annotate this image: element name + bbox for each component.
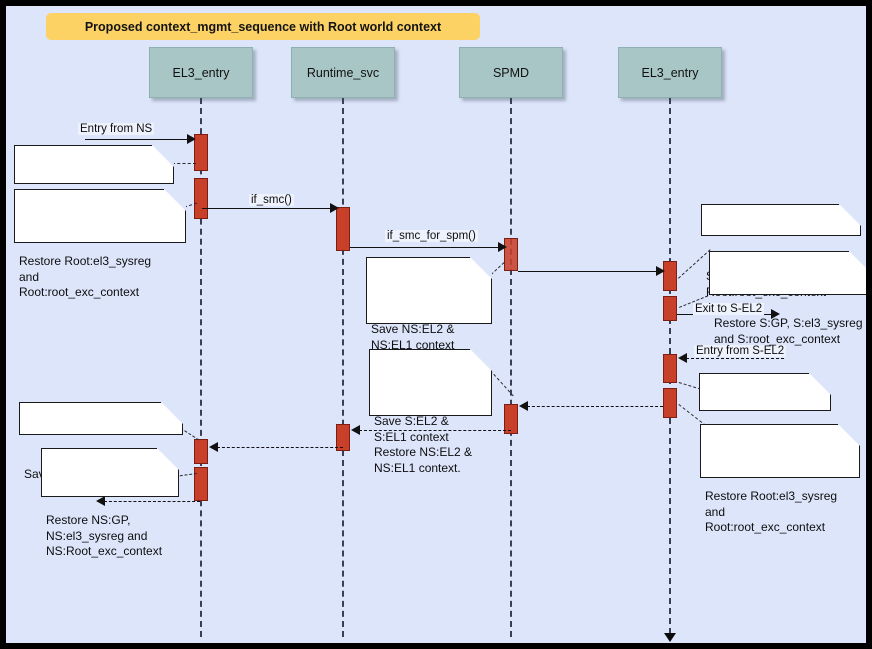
message-arrowhead-el3-left-exit xyxy=(96,496,105,506)
note-fold-top-icon xyxy=(470,257,492,258)
note-save-s-el2-restore-ns-el2: Save S:EL2 & S:EL1 context Restore NS:EL… xyxy=(369,349,492,475)
lifeline-header-el3-entry-left[interactable]: EL3_entry xyxy=(149,47,253,98)
lifeline-line-runtime-svc xyxy=(342,98,344,637)
note-fold-top-icon xyxy=(152,145,174,146)
diagram-title: Proposed context_mgmt_sequence with Root… xyxy=(46,13,480,40)
message-line-el3-left-exit xyxy=(104,501,200,502)
message-line-el3-right-to-spmd xyxy=(527,406,663,407)
note-fold-icon xyxy=(470,349,492,371)
note-fold-top-icon xyxy=(838,424,860,425)
leader-note-1 xyxy=(172,163,196,164)
note-text: Restore Root:el3_sysreg and Root:root_ex… xyxy=(19,254,152,299)
note-text: Restore NS:GP, NS:el3_sysreg and NS:Root… xyxy=(46,513,163,558)
note-fold-top-icon xyxy=(161,402,183,403)
message-line-runtime-svc-to-el3-left xyxy=(217,447,343,448)
message-label-exit-to-s-el2: Exit to S-EL2 xyxy=(693,303,765,315)
note-save-root-exc-context-right: Save Root:root_exc_context xyxy=(701,204,861,299)
note-save-root-exc-context-left: Save Root:root_exc_context xyxy=(19,402,183,481)
activation-bar-spmd-1[interactable] xyxy=(504,238,518,271)
activation-bar-el3-entry-left-1[interactable] xyxy=(194,134,208,171)
activation-bar-el3-entry-right-1[interactable] xyxy=(663,261,677,291)
activation-bar-runtime-svc-1[interactable] xyxy=(336,207,350,251)
note-fold-icon xyxy=(838,424,860,446)
message-arrowhead-runtime-svc-to-el3-left xyxy=(209,442,218,452)
message-arrowhead-spmd-to-el3-right xyxy=(656,266,665,276)
message-label-if-smc: if_smc() xyxy=(249,194,294,206)
message-label-entry-from-ns: Entry from NS xyxy=(78,123,155,135)
note-fold-top-icon xyxy=(164,189,186,190)
lifeline-header-spmd[interactable]: SPMD xyxy=(459,47,563,98)
lifeline-header-runtime-svc[interactable]: Runtime_svc xyxy=(291,47,395,98)
message-line-entry-from-s-el2 xyxy=(686,358,784,359)
lifeline-header-el3-entry-right[interactable]: EL3_entry xyxy=(618,47,722,98)
activation-bar-el3-entry-right-3[interactable] xyxy=(663,354,677,383)
activation-bar-spmd-2[interactable] xyxy=(504,404,518,434)
message-line-spmd-to-runtime-svc xyxy=(359,430,511,431)
note-text: Restore Root:el3_sysreg and Root:root_ex… xyxy=(705,489,838,534)
lifeline-end-arrow-el3-entry-right xyxy=(664,633,676,642)
activation-bar-el3-entry-left-3[interactable] xyxy=(194,439,208,464)
lifeline-line-spmd xyxy=(510,98,512,637)
activation-bar-runtime-svc-2[interactable] xyxy=(336,424,350,451)
note-fold-top-icon xyxy=(849,251,866,252)
note-fold-icon xyxy=(164,189,186,211)
message-line-if-smc-for-spm xyxy=(350,247,502,248)
note-restore-ns-gp: Restore NS:GP, NS:el3_sysreg and NS:Root… xyxy=(41,448,179,558)
message-line-entry-from-ns xyxy=(85,139,189,140)
note-fold-icon xyxy=(849,251,866,273)
message-arrowhead-entry-from-s-el2 xyxy=(678,353,687,363)
note-fold-icon xyxy=(157,448,179,470)
note-save-s-gp: Save S:GP and S:root_exc_context xyxy=(699,373,831,468)
note-restore-root-el3-sysreg-2: Restore Root:el3_sysreg and Root:root_ex… xyxy=(700,424,860,534)
message-arrowhead-el3-right-to-spmd xyxy=(519,401,528,411)
note-save-ns-gp: Save NS:GP and NS:Root_exc_context xyxy=(14,145,174,240)
diagram-stage: Proposed context_mgmt_sequence with Root… xyxy=(6,6,866,643)
activation-bar-el3-entry-right-4[interactable] xyxy=(663,388,677,418)
message-arrowhead-if-smc-for-spm xyxy=(498,242,507,252)
note-restore-s-gp: Restore S:GP, S:el3_sysreg and S:root_ex… xyxy=(709,251,866,346)
note-fold-top-icon xyxy=(157,448,179,449)
note-fold-top-icon xyxy=(809,373,831,374)
note-fold-icon xyxy=(839,204,861,226)
note-text: Save S:EL2 & S:EL1 context Restore NS:EL… xyxy=(374,414,473,475)
note-save-ns-el2-restore-s-el2: Save NS:EL2 & NS:EL1 context Restore S:E… xyxy=(366,257,492,383)
message-label-entry-from-s-el2: Entry from S-EL2 xyxy=(694,345,787,357)
message-label-if-smc-for-spm: if_smc_for_spm() xyxy=(385,230,478,242)
activation-bar-el3-entry-right-2[interactable] xyxy=(663,296,677,321)
note-fold-icon xyxy=(809,373,831,395)
note-restore-root-el3-sysreg-1: Restore Root:el3_sysreg and Root:root_ex… xyxy=(14,189,186,299)
note-fold-top-icon xyxy=(470,349,492,350)
message-arrowhead-if-smc xyxy=(330,203,339,213)
note-fold-icon xyxy=(152,145,174,167)
note-fold-top-icon xyxy=(839,204,861,205)
message-arrowhead-exit-to-s-el2 xyxy=(771,309,780,319)
note-fold-icon xyxy=(161,402,183,424)
lifeline-line-el3-entry-left xyxy=(200,98,202,637)
note-text: Restore S:GP, S:el3_sysreg and S:root_ex… xyxy=(714,316,863,346)
message-line-if-smc xyxy=(202,208,334,209)
message-arrowhead-entry-from-ns xyxy=(187,134,196,144)
activation-bar-el3-entry-left-4[interactable] xyxy=(194,467,208,501)
message-arrowhead-spmd-to-runtime-svc xyxy=(351,425,360,435)
note-fold-icon xyxy=(470,257,492,279)
message-line-spmd-to-el3-right xyxy=(518,271,661,272)
activation-bar-el3-entry-left-2[interactable] xyxy=(194,178,208,219)
